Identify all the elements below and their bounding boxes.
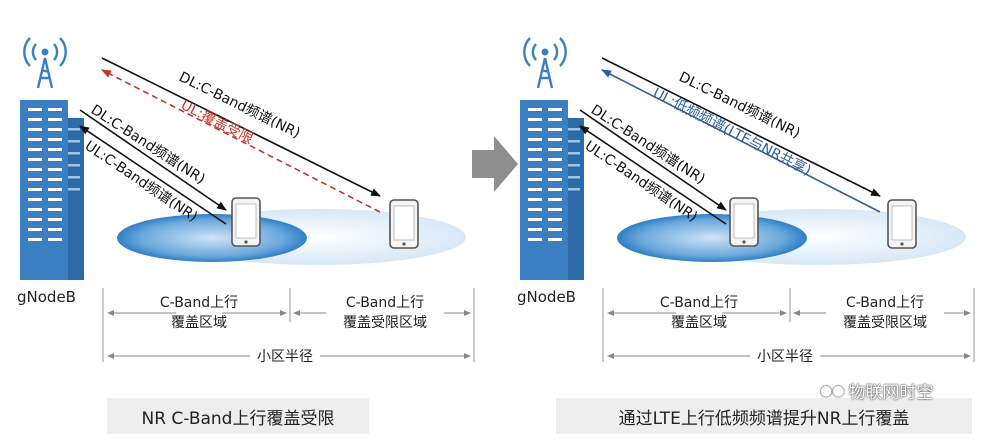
radius-label: 小区半径 (257, 349, 313, 365)
zone-label: 覆盖受限区域 (343, 315, 427, 331)
phone-near-icon (231, 197, 261, 247)
zone-label: 覆盖区域 (671, 315, 727, 331)
antenna-icon (23, 37, 67, 89)
zone-label: C-Band上行 (346, 295, 424, 311)
base-station-building-icon (20, 100, 84, 280)
watermark: ●● 物联网时空 (820, 378, 934, 404)
caption-text: NR C-Band上行覆盖受限 (141, 408, 335, 429)
transition-arrow-icon (472, 136, 518, 192)
phone-far-icon (887, 199, 917, 249)
ul-far-arrow (101, 69, 381, 213)
caption-left: NR C-Band上行覆盖受限 (107, 398, 369, 434)
station-label: gNodeB (17, 288, 76, 306)
wechat-icon: ●● (820, 382, 845, 399)
dl-near-arrow (79, 109, 227, 211)
ul-near-arrow (579, 125, 727, 225)
panel-right: gNodeB DL:C-Band频谱(NR) UL:低频频谱(LTE与NR共享)… (517, 37, 975, 365)
zone-label: C-Band上行 (846, 295, 924, 311)
antenna-icon (523, 37, 567, 89)
coverage-inner-ellipse (117, 214, 307, 262)
phone-near-icon (729, 197, 759, 247)
zone-label: C-Band上行 (660, 295, 738, 311)
coverage-inner-ellipse (617, 214, 807, 262)
zone-label: 覆盖受限区域 (843, 315, 927, 331)
ul-near-arrow (79, 125, 227, 225)
dl-far-arrow (601, 57, 881, 197)
phone-far-icon (389, 199, 419, 249)
base-station-building-icon (520, 100, 584, 280)
dl-near-arrow (579, 109, 727, 211)
zone-label: 覆盖区域 (171, 315, 227, 331)
dl-far-arrow (101, 57, 381, 197)
radius-label: 小区半径 (757, 349, 813, 365)
ul-far-arrow (601, 69, 881, 213)
watermark-text: 物联网时空 (848, 383, 934, 403)
caption-right: 通过LTE上行低频频谱提升NR上行覆盖 (556, 398, 972, 434)
zone-label: C-Band上行 (160, 295, 238, 311)
station-label: gNodeB (517, 288, 576, 306)
caption-text: 通过LTE上行低频频谱提升NR上行覆盖 (618, 408, 910, 429)
panel-left: gNodeB DL:C-Band频谱(NR) UL:覆盖受限 DL:C-Band… (17, 37, 475, 365)
